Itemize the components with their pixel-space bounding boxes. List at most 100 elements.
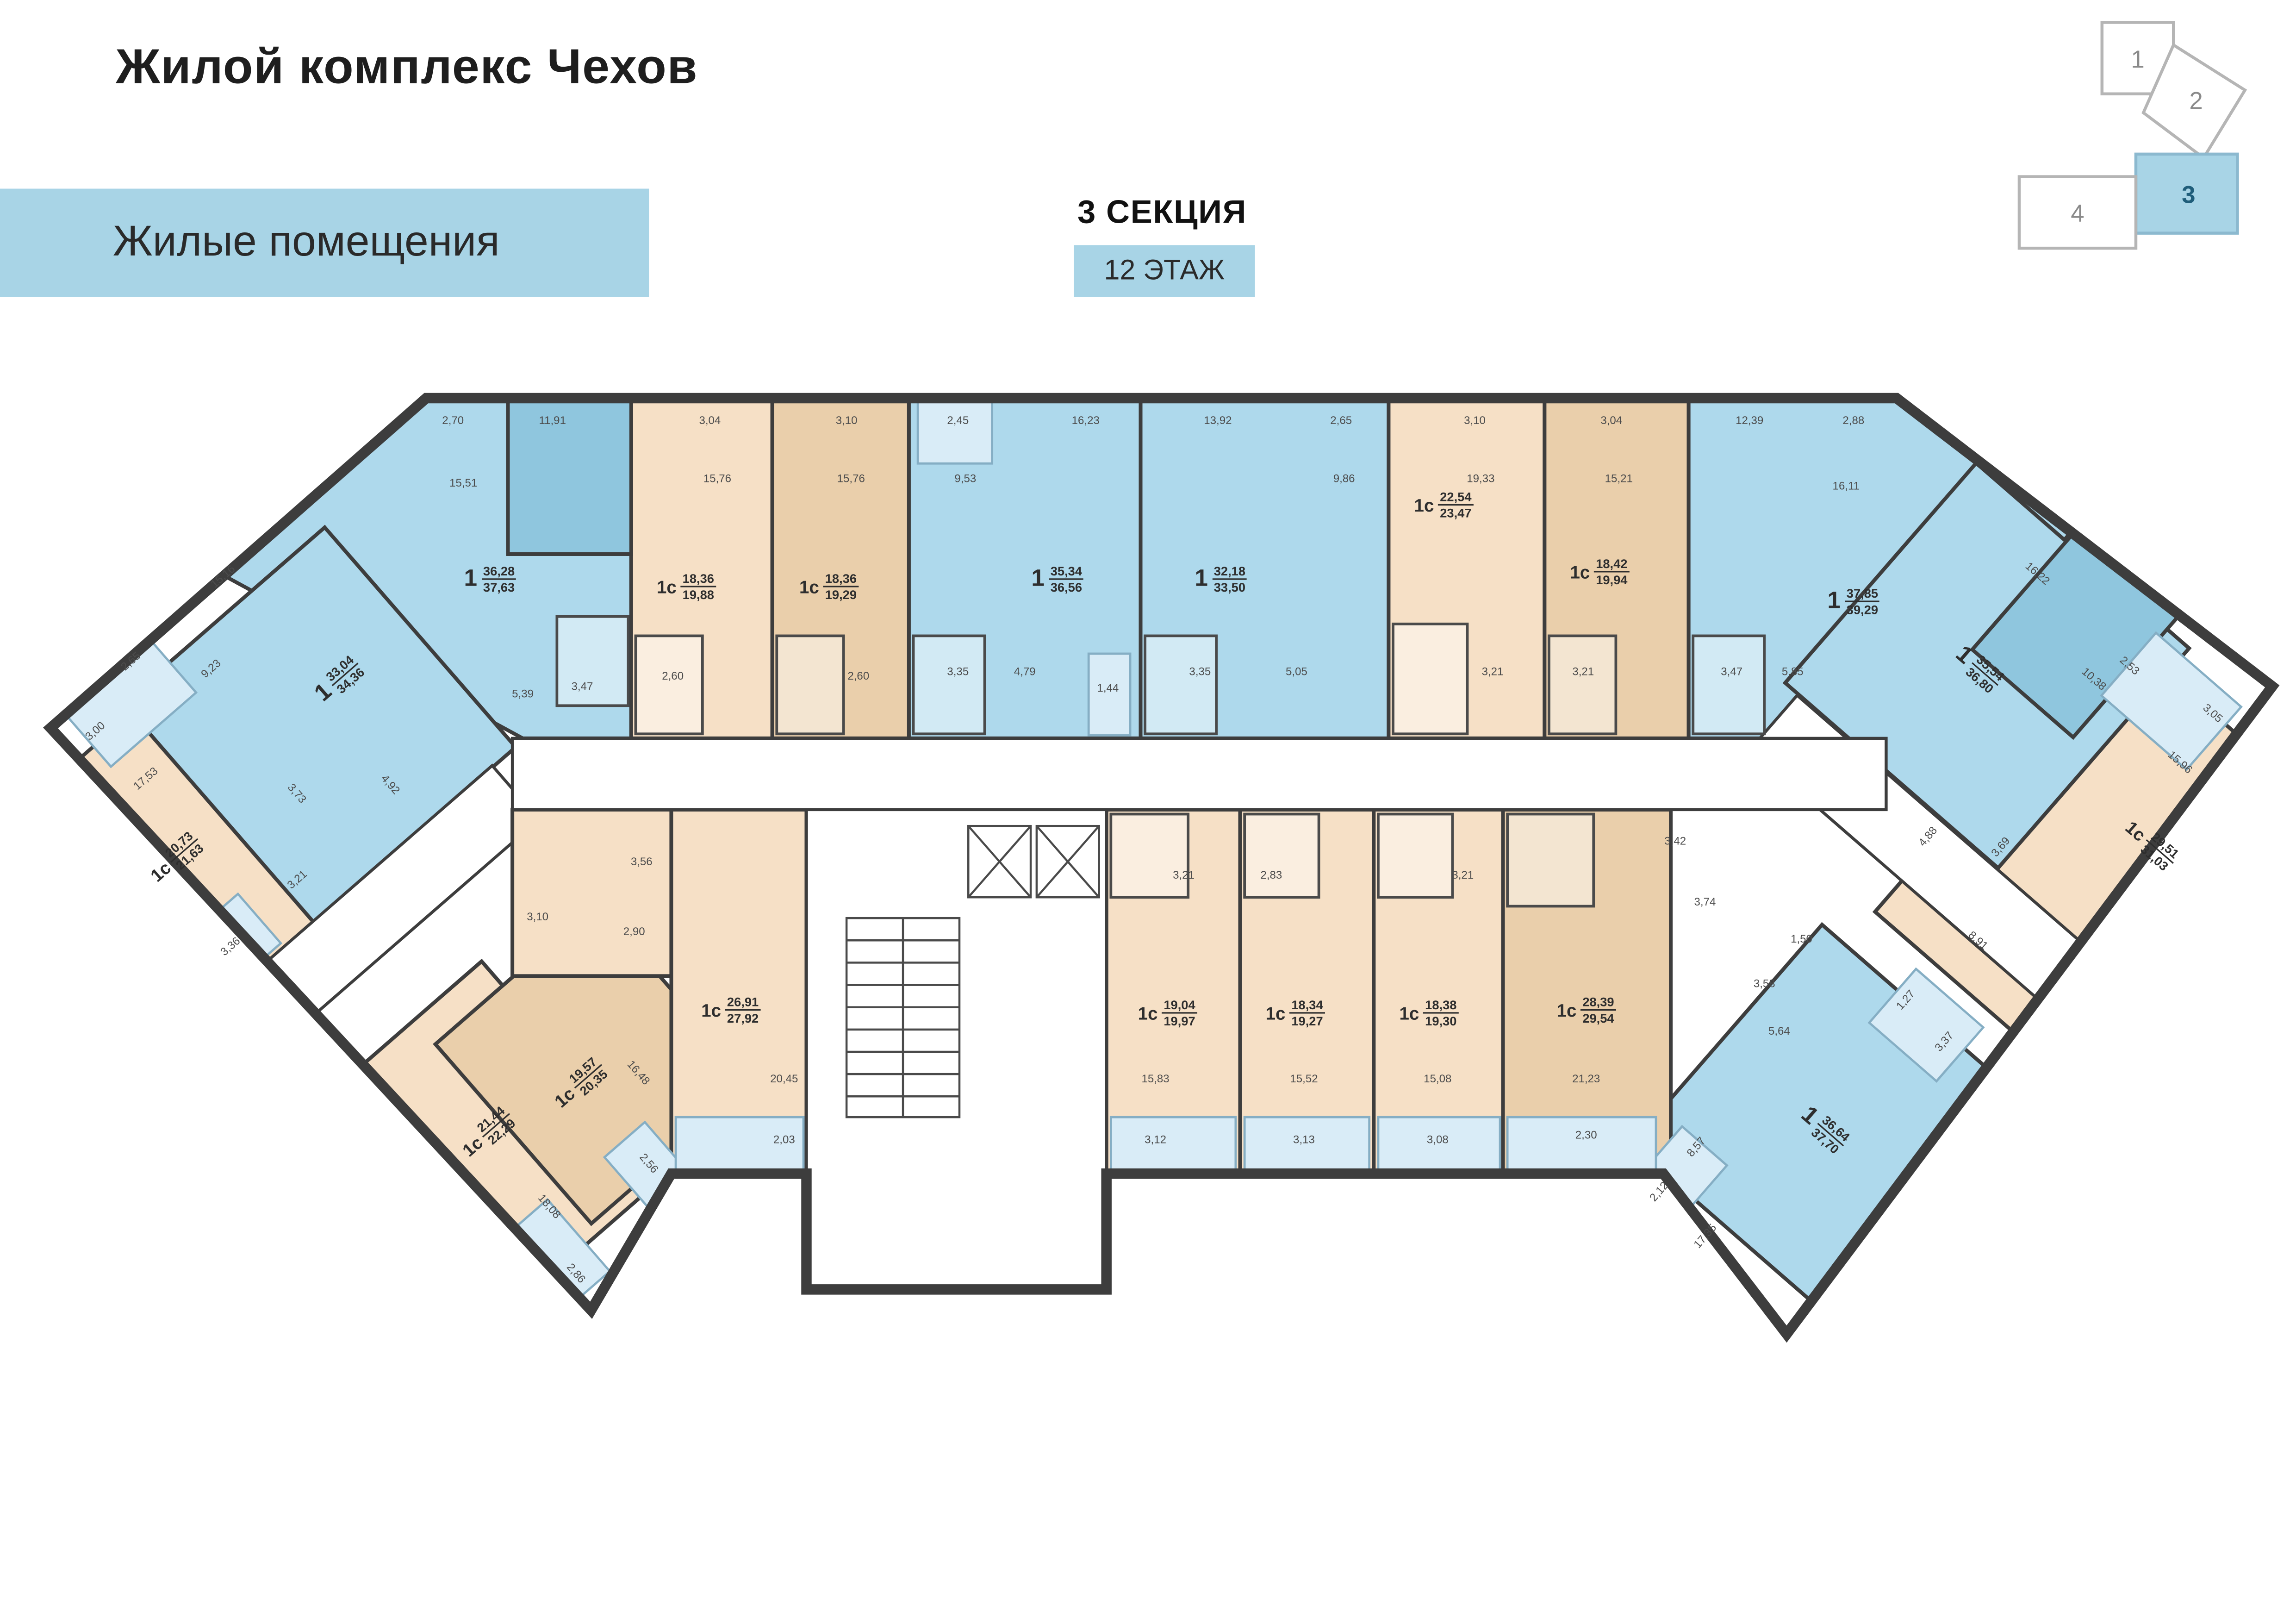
apartment-area-total: 33,50 — [1213, 580, 1246, 595]
apartment-area-living: 18,36 — [823, 571, 859, 588]
bathroom — [555, 615, 630, 707]
apartment-area-total: 23,47 — [1440, 506, 1472, 521]
balcony — [1087, 652, 1132, 737]
apartment-area-total: 19,29 — [825, 587, 857, 603]
apartment-region[interactable] — [1139, 395, 1391, 740]
apartment-area-total: 19,27 — [1291, 1014, 1323, 1029]
apartment-area-living: 18,36 — [681, 571, 716, 588]
apartment-region[interactable] — [770, 395, 911, 740]
apartment-type: 1 — [464, 566, 478, 592]
room-region — [506, 398, 633, 556]
apartment-region[interactable] — [1501, 807, 1673, 1176]
residential-badge: Жилые помещения — [0, 188, 649, 297]
bathroom — [634, 634, 704, 736]
apartment-area-living: 19,04 — [1162, 997, 1197, 1014]
page-title: Жилой комплекс Чехов — [116, 38, 698, 94]
building-minimap: 1 2 3 4 — [2017, 21, 2247, 250]
apartment-area-total: 19,97 — [1164, 1014, 1195, 1029]
elevator-icon — [967, 824, 1100, 899]
apartment-area-living: 28,39 — [1581, 994, 1616, 1011]
balcony — [1506, 1116, 1657, 1172]
apartment-area-total: 29,54 — [1582, 1011, 1614, 1026]
apartment-type: 1с — [1414, 494, 1434, 516]
section-title: 3 СЕКЦИЯ — [1077, 193, 1247, 231]
apartment-type: 1с — [1570, 562, 1590, 582]
apartment-region[interactable] — [669, 807, 809, 1176]
balcony — [2100, 631, 2243, 771]
bathroom — [1506, 812, 1595, 908]
stairwell — [805, 808, 1108, 1291]
balcony — [1243, 1116, 1371, 1172]
balcony — [1109, 1116, 1237, 1172]
apartment-type: 1 — [1031, 566, 1045, 592]
minimap-section-1-label: 1 — [2131, 46, 2144, 73]
apartment-type: 1с — [1399, 1003, 1419, 1024]
minimap-section-2-label: 2 — [2189, 87, 2203, 114]
apartment-type: 1с — [799, 576, 819, 598]
bathroom — [912, 634, 986, 736]
apartment-type: 1 — [1827, 588, 1841, 614]
apartment-area-living: 22,54 — [1438, 489, 1473, 506]
bathroom — [775, 634, 845, 736]
bathroom — [1392, 622, 1469, 736]
apartment-area-living: 26,91 — [725, 994, 760, 1011]
apartment-type: 1с — [1138, 1003, 1158, 1024]
apartment-type: 1 — [1195, 566, 1208, 592]
apartment-area-living: 32,18 — [1212, 563, 1247, 581]
apartment-area-living: 18,34 — [1290, 997, 1325, 1014]
bathroom — [1144, 634, 1218, 736]
apartment-area-living: 18,38 — [1423, 997, 1458, 1014]
floor-selector-badge[interactable]: 12 ЭТАЖ — [1074, 245, 1255, 297]
stairs-icon — [845, 917, 961, 1118]
balcony — [1867, 967, 1985, 1083]
corridor — [510, 737, 1888, 812]
apartment-type: 1с — [1556, 999, 1577, 1021]
balcony — [916, 398, 994, 465]
apartment-area-total: 37,63 — [483, 580, 515, 595]
apartment-area-living: 18,42 — [1594, 556, 1629, 573]
minimap-section-3-label: 3 — [2182, 181, 2195, 209]
bathroom — [1243, 812, 1320, 899]
apartment-region[interactable] — [1238, 807, 1376, 1176]
apartment-area-total: 19,94 — [1596, 573, 1628, 588]
bathroom — [1109, 812, 1190, 899]
apartment-area-total: 39,29 — [1846, 602, 1879, 618]
apartment-area-total: 19,30 — [1425, 1014, 1457, 1029]
bathroom — [1692, 634, 1766, 736]
balcony — [1377, 1116, 1501, 1172]
apartment-area-total: 36,56 — [1050, 580, 1083, 595]
room-region — [510, 807, 673, 978]
apartment-type: 1с — [1265, 1003, 1286, 1024]
minimap-section-4[interactable] — [2017, 175, 2138, 250]
bathroom — [1548, 634, 1618, 736]
apartment-type: 1с — [656, 576, 677, 598]
bathroom — [1377, 812, 1454, 899]
building-outline — [43, 393, 2280, 1343]
apartment-area-living: 35,34 — [1049, 563, 1084, 581]
